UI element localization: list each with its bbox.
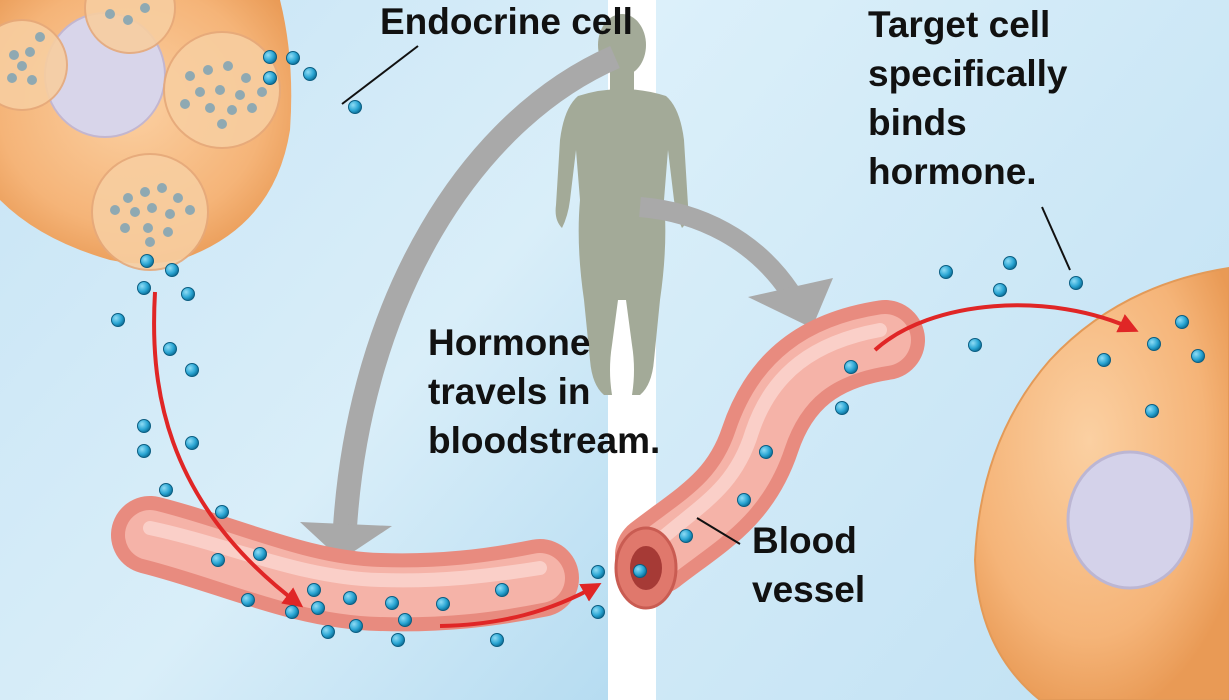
hormone-molecule [591,605,605,619]
target-cell-line-2: specifically [868,53,1068,94]
target-cell [973,266,1229,700]
hormone-molecule [349,619,363,633]
blood-vessel-right [614,300,925,610]
hormone-molecule [737,493,751,507]
hormone-molecule [1147,337,1161,351]
hormone-molecule [303,67,317,81]
hormone-travels-line-3: bloodstream. [428,420,661,461]
vessel-leader-line [696,517,741,545]
hormone-molecule [391,633,405,647]
endocrine-leader-line [341,45,419,105]
secretory-vesicle [91,153,209,271]
target-cell-label: Target cell specifically binds hormone. [868,0,1068,196]
hormone-molecule [241,593,255,607]
hormone-molecule [1003,256,1017,270]
flow-arrow [152,291,304,608]
hormone-molecule [1097,353,1111,367]
hormone-molecule [633,564,647,578]
hormone-molecule [844,360,858,374]
hormone-molecule [436,597,450,611]
hormone-molecule [263,50,277,64]
hormone-molecule [137,419,151,433]
hormone-molecule [591,565,605,579]
secretion-arrow [300,45,620,560]
hormone-travels-line-1: Hormone [428,322,591,363]
hormone-molecule [307,583,321,597]
hormone-molecule [1191,349,1205,363]
delivery-arrow [639,197,833,328]
blood-vessel-line-2: vessel [752,569,866,610]
hormone-molecule [211,553,225,567]
hormone-molecules [111,50,1205,647]
endocrine-cell-label: Endocrine cell [380,1,633,42]
hormone-molecule [759,445,773,459]
hormone-molecule [263,71,277,85]
blood-vessel-line-1: Blood [752,520,857,561]
hormone-molecule [993,283,1007,297]
flow-arrow [439,583,602,628]
target-leader-line [1041,206,1071,271]
blood-vessel-label: Blood vessel [752,516,865,614]
hormone-molecule [385,596,399,610]
flow-arrow [873,303,1139,352]
hormone-molecule [285,605,299,619]
hormone-molecule [939,265,953,279]
hormone-molecule [137,281,151,295]
hormone-molecule [111,313,125,327]
hormone-molecule [286,51,300,65]
secretory-vesicle [163,31,281,149]
hormone-molecule [348,100,362,114]
hormone-molecule [185,436,199,450]
hormone-molecule [253,547,267,561]
hormone-molecule [140,254,154,268]
target-cell-line-4: hormone. [868,151,1037,192]
hormone-molecule [1145,404,1159,418]
target-cell-line-3: binds [868,102,967,143]
hormone-molecule [159,483,173,497]
secretory-vesicle [0,19,68,111]
hormone-molecule [679,529,693,543]
target-cell-line-1: Target cell [868,4,1051,45]
hormone-molecule [495,583,509,597]
hormone-molecule [215,505,229,519]
hormone-molecule [185,363,199,377]
hormone-molecule [311,601,325,615]
hormone-travels-label: Hormone travels in bloodstream. [428,318,660,465]
hormone-molecule [398,613,412,627]
endocrine-cell [0,0,292,271]
hormone-molecule [968,338,982,352]
target-nucleus [1066,450,1194,590]
hormone-molecule [1175,315,1189,329]
hormone-molecule [490,633,504,647]
hormone-molecule [321,625,335,639]
hormone-molecule [165,263,179,277]
hormone-molecule [137,444,151,458]
secretory-vesicle [84,0,176,54]
hormone-molecule [163,342,177,356]
hormone-molecule [343,591,357,605]
hormone-molecule [835,401,849,415]
hormone-molecule [181,287,195,301]
hormone-molecule [1069,276,1083,290]
hormone-travels-line-2: travels in [428,371,591,412]
